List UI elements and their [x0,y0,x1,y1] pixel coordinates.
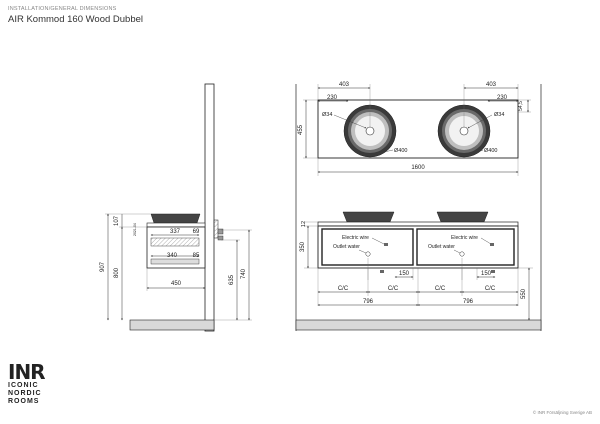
dim-cabinet-height: 350 [300,241,306,252]
header-kicker: INSTALLATION/GENERAL DIMENSIONS [8,6,117,12]
front-top-slab [317,221,519,227]
label-right-bowl: Ø400 [484,148,497,154]
right-outlet-pipe [459,251,465,257]
left-outlet-pipe [365,251,371,257]
brand-line-3: ROOMS [8,398,40,405]
dim-side-small: 54,5 [518,101,524,111]
dim-left-sink-offset: 403 [339,82,350,88]
front-right-drawer [416,228,515,266]
dim-total-height: 907 [100,261,106,272]
dim-floor-height: 550 [521,288,527,299]
front-view: Electric wire Outlet water Electric wire… [295,84,542,331]
brand-line-1: ICONIC [8,382,39,389]
brand-mark: INR [8,360,46,384]
dim-right-inner: 230 [497,95,508,101]
left-electric-box [384,243,388,246]
copyright-notice: © INR Försäljning Sverige AB [532,410,592,415]
label-right-outlet: Outlet water [428,244,455,250]
dim-top-thickness: 12 [301,221,307,227]
page-title: AIR Kommod 160 Wood Dubbel [8,14,144,25]
dim-right-half: 796 [463,299,474,305]
dim-top-depth: 455 [298,124,304,135]
dim-right-sink-offset: 403 [486,82,497,88]
label-left-electric: Electric wire [342,235,369,241]
side-drawer-upper [150,237,200,247]
side-view: 907 107 800 2021-04 337 69 340 85 450 63… [100,83,252,332]
top-left-drain [365,126,375,136]
dim-cc-4: C/C [485,286,496,292]
dim-pipe-upper: 635 [229,274,235,285]
label-right-drain: Ø34 [494,112,504,118]
label-right-electric: Electric wire [451,235,478,241]
dim-cc-2: C/C [388,286,399,292]
dim-gap-lower: 85 [193,253,200,259]
dim-left-half: 796 [363,299,374,305]
top-right-drain [459,126,469,136]
dim-cc-3: C/C [435,286,446,292]
left-wall-point [380,270,384,273]
dim-drawer-lower: 340 [167,253,178,259]
dim-top-height: 107 [114,215,120,226]
dim-mount-height: 800 [114,267,120,278]
dim-drawer-upper: 337 [170,229,181,235]
label-left-bowl: Ø400 [394,148,407,154]
front-floor [295,319,542,331]
side-wall [204,83,215,332]
right-electric-box [490,243,494,246]
top-view: 403 403 230 230 Ø34 Ø34 Ø400 Ø400 455 54… [298,82,531,176]
dim-top-width: 1600 [411,165,425,171]
wall-pipe-lower [217,235,224,241]
side-top-slab [146,222,206,228]
brand-logo: INR ICONIC NORDIC ROOMS [8,360,46,406]
side-floor [129,319,215,331]
wall-bracket [213,219,219,239]
dim-cc-1: C/C [338,286,349,292]
dim-right-offset: 150 [481,271,492,277]
label-left-drain: Ø34 [322,112,332,118]
side-vertical-code: 2021-04 [133,223,137,236]
dim-gap-upper: 69 [193,229,200,235]
side-drawer-lower [150,258,200,265]
wall-pipe-upper [217,228,224,235]
dim-pipe-lower: 740 [241,268,247,279]
dim-left-inner: 230 [327,95,338,101]
front-left-drawer [321,228,414,266]
dim-left-offset: 150 [399,271,410,277]
dim-side-depth: 450 [171,281,182,287]
right-wall-point [491,270,495,273]
brand-line-2: NORDIC [8,390,42,397]
label-left-outlet: Outlet water [333,244,360,250]
